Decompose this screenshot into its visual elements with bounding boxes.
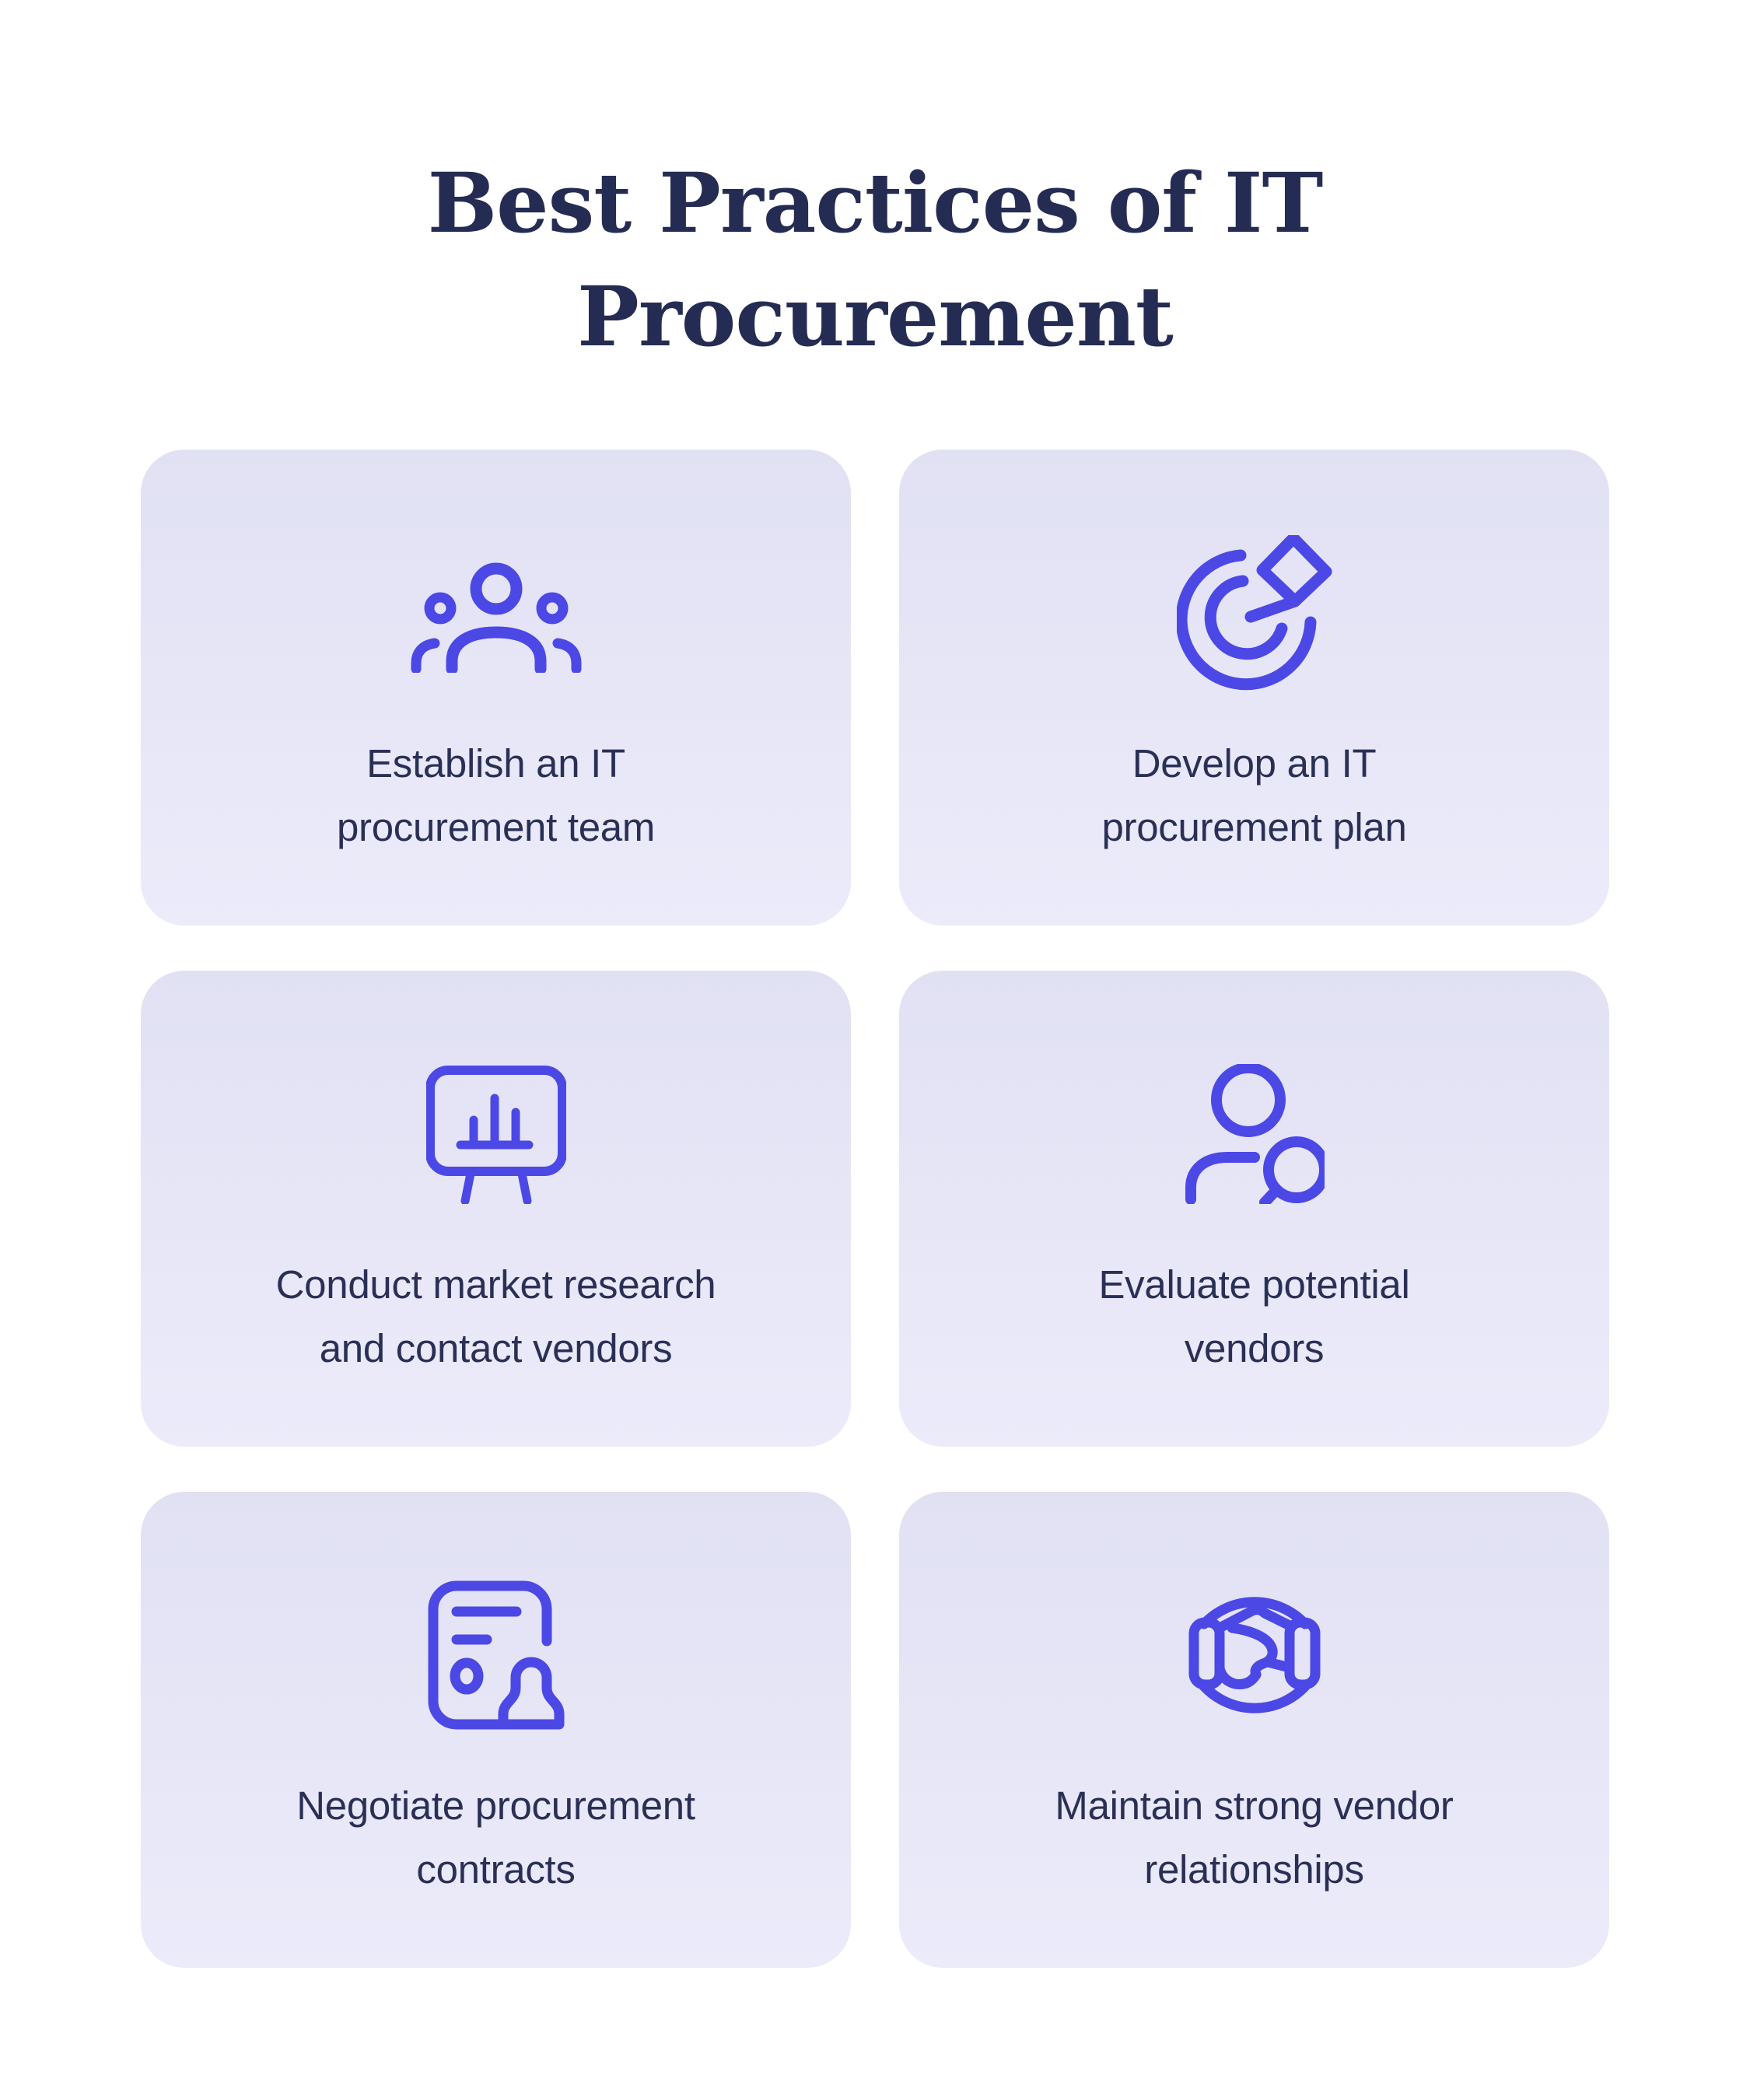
card-label-line1: Develop an IT — [1132, 741, 1377, 786]
card-label-line1: Establish an IT — [366, 741, 625, 786]
card-label: Maintain strong vendor relationships — [1055, 1774, 1454, 1902]
card-label-line1: Evaluate potential — [1098, 1262, 1410, 1307]
card-vendor-relationships: Maintain strong vendor relationships — [899, 1492, 1609, 1968]
card-label: Negotiate procurement contracts — [296, 1774, 695, 1902]
team-icon — [411, 521, 582, 704]
card-procurement-plan: Develop an IT procurement plan — [899, 450, 1609, 926]
card-label-line2: procurement team — [336, 805, 656, 849]
card-label-line2: procurement plan — [1101, 805, 1407, 849]
card-label-line1: Conduct market research — [275, 1262, 716, 1307]
card-label: Conduct market research and contact vend… — [276, 1253, 716, 1381]
page-title-line1: Best Practices of IT — [427, 154, 1324, 251]
card-negotiate-contracts: Negotiate procurement contracts — [141, 1492, 851, 1968]
card-label: Evaluate potential vendors — [1098, 1253, 1409, 1381]
page-title-line2: Procurement — [577, 268, 1174, 365]
page-title: Best Practices of IT Procurement — [0, 146, 1750, 373]
card-label-line2: and contact vendors — [319, 1326, 673, 1370]
card-label-line1: Negotiate procurement — [296, 1783, 695, 1828]
card-label: Develop an IT procurement plan — [1101, 732, 1406, 859]
card-label: Establish an IT procurement team — [337, 732, 655, 859]
card-label-line1: Maintain strong vendor — [1055, 1783, 1454, 1828]
handshake-icon — [1181, 1563, 1328, 1746]
market-research-board-icon — [425, 1042, 566, 1225]
target-dart-icon — [1176, 521, 1332, 704]
card-establish-team: Establish an IT procurement team — [141, 450, 851, 926]
card-evaluate-vendors: Evaluate potential vendors — [899, 971, 1609, 1447]
contract-stamp-icon — [428, 1563, 565, 1746]
cards-grid: Establish an IT procurement team Develop… — [141, 450, 1609, 1968]
card-label-line2: vendors — [1184, 1326, 1325, 1370]
card-label-line2: relationships — [1144, 1847, 1364, 1892]
vendor-search-icon — [1185, 1042, 1325, 1225]
card-market-research: Conduct market research and contact vend… — [141, 971, 851, 1447]
card-label-line2: contracts — [416, 1847, 576, 1892]
